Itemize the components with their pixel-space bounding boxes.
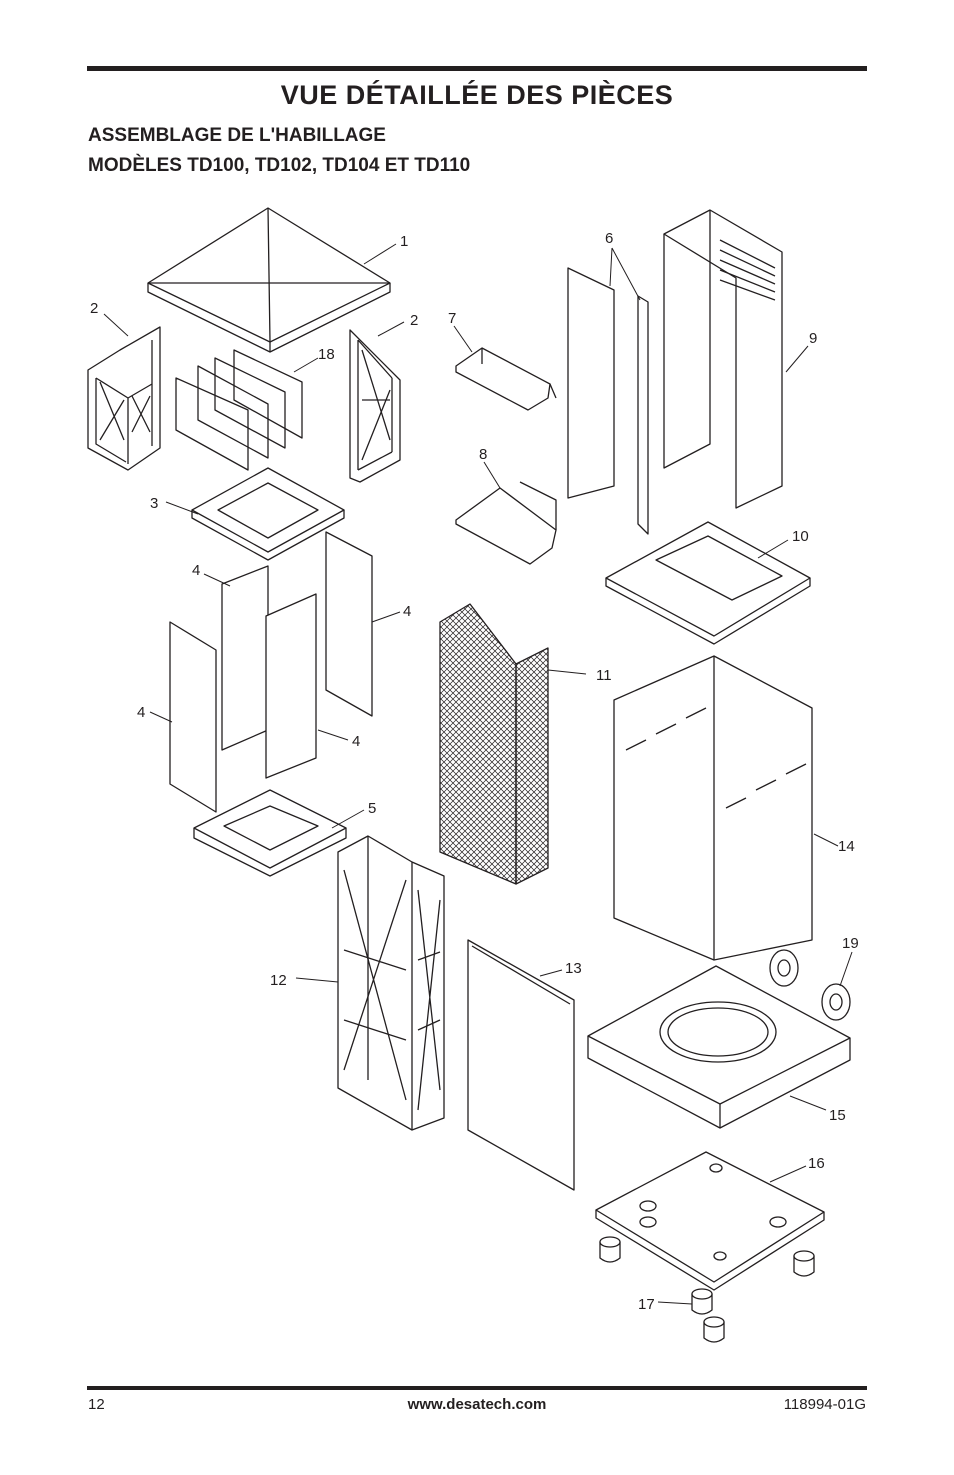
part-12-lattice-column: [337, 835, 445, 1131]
callout-4-a: 4: [192, 562, 200, 579]
callout-4-b: 4: [403, 603, 411, 620]
callout-6: 6: [605, 230, 613, 247]
part-13-glass-panel: [467, 939, 575, 1191]
part-1-top-cap: [147, 207, 391, 353]
part-11-mesh-screen: [439, 603, 549, 885]
callout-3: 3: [150, 495, 158, 512]
callout-2-right: 2: [410, 312, 418, 329]
section-subtitle: ASSEMBLAGE DE L'HABILLAGE: [88, 125, 386, 146]
leader-lines: [103, 243, 853, 1305]
callout-7: 7: [448, 310, 456, 327]
part-15-base-tray: [587, 965, 851, 1129]
callout-14: 14: [838, 838, 855, 855]
callout-4-c: 4: [137, 704, 145, 721]
callout-19: 19: [842, 935, 859, 952]
part-18-gaskets: [175, 349, 303, 471]
callout-16: 16: [808, 1155, 825, 1172]
part-16-bottom-plate: [595, 1151, 825, 1291]
callout-4-d: 4: [352, 733, 360, 750]
part-6-side-rails: [567, 267, 649, 535]
header-rule: [87, 66, 867, 71]
page-title: VUE DÉTAILLÉE DES PIÈCES: [280, 80, 674, 110]
models-subtitle: MODÈLES TD100, TD102, TD104 ET TD110: [88, 155, 471, 176]
part-2-right-bracket: [349, 329, 401, 483]
part-3-upper-frame: [191, 467, 345, 561]
callout-12: 12: [270, 972, 287, 989]
website-link[interactable]: www.desatech.com: [407, 1396, 547, 1413]
callout-5: 5: [368, 800, 376, 817]
callout-18: 18: [318, 346, 335, 363]
part-10-top-plate: [605, 521, 811, 645]
part-2-left-bracket: [87, 326, 161, 471]
part-5-lower-frame: [193, 789, 347, 877]
part-4-side-panels: [169, 531, 373, 813]
part-9-back-housing: [663, 209, 783, 509]
callout-2-left: 2: [90, 300, 98, 317]
callout-15: 15: [829, 1107, 846, 1124]
page-number: 12: [88, 1396, 105, 1413]
callout-10: 10: [792, 528, 809, 545]
document-code: 118994-01G: [783, 1396, 866, 1413]
callout-9: 9: [809, 330, 817, 347]
part-14-main-housing: [613, 655, 813, 961]
part-8-shelf: [455, 481, 557, 565]
callout-13: 13: [565, 960, 582, 977]
callout-8: 8: [479, 446, 487, 463]
footer-rule: [87, 1386, 867, 1390]
callout-1: 1: [400, 233, 408, 250]
callout-11: 11: [596, 667, 612, 684]
part-17-feet: [599, 1236, 815, 1343]
callout-17: 17: [638, 1296, 655, 1313]
part-7-shelf: [455, 347, 557, 411]
part-19-knobs: [769, 949, 851, 1021]
